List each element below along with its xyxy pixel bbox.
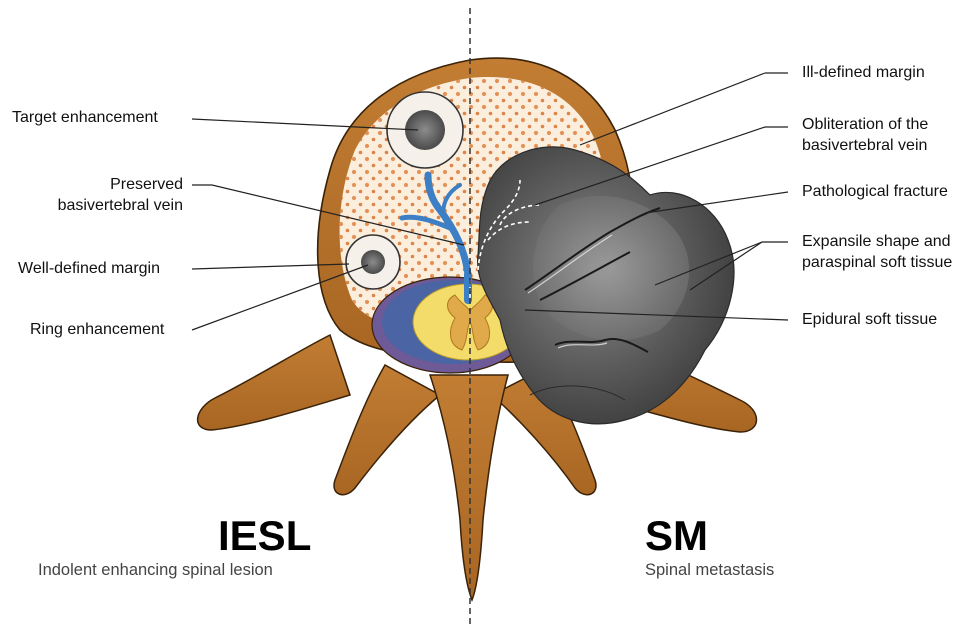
label-pathological-fracture: Pathological fracture (802, 182, 948, 202)
label-preserved-vein-line1: Preserved (0, 175, 183, 195)
label-obliteration-line2: basivertebral vein (802, 136, 927, 156)
sm-full-name: Spinal metastasis (645, 560, 774, 580)
label-ill-defined-margin: Ill-defined margin (802, 63, 925, 83)
label-expansile-line2: paraspinal soft tissue (802, 253, 952, 273)
label-ring-enhancement: Ring enhancement (30, 320, 164, 340)
iesl-full-name: Indolent enhancing spinal lesion (38, 560, 273, 580)
label-expansile-line1: Expansile shape and (802, 232, 951, 252)
sm-abbreviation: SM (645, 513, 708, 559)
label-obliteration-line1: Obliteration of the (802, 115, 928, 135)
label-well-defined-margin: Well-defined margin (18, 259, 160, 279)
iesl-abbreviation: IESL (218, 513, 311, 559)
label-preserved-vein-line2: basivertebral vein (0, 196, 183, 216)
label-target-enhancement: Target enhancement (12, 108, 158, 128)
label-epidural-soft-tissue: Epidural soft tissue (802, 310, 937, 330)
left-lamina (334, 365, 440, 495)
spinous-process (430, 375, 508, 600)
left-transverse-process (198, 335, 350, 430)
